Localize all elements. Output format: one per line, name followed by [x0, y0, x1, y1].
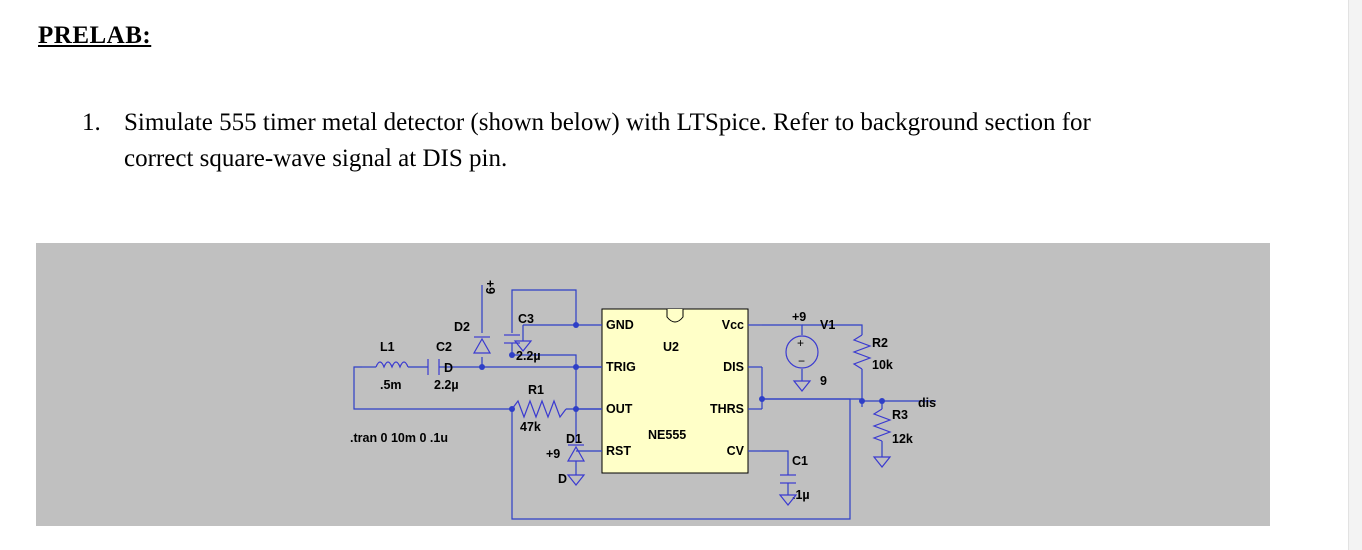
list-item-number: 1. [82, 109, 101, 136]
vertical-scrollbar[interactable] [1348, 0, 1362, 550]
l1-value: .5m [380, 378, 402, 392]
pin-cv: CV [727, 444, 745, 458]
d1-net-label: D [558, 472, 567, 486]
r3-ref: R3 [892, 408, 908, 422]
resistor-r3 [872, 408, 892, 442]
c1-ground-icon [778, 494, 798, 506]
ic-part: NE555 [648, 428, 686, 442]
l1-ref: L1 [380, 340, 395, 354]
v1-supply-label: +9 [792, 310, 806, 324]
prelab-heading: PRELAB: [38, 22, 152, 49]
r1-ref: R1 [528, 383, 544, 397]
r2-ref: R2 [872, 336, 888, 350]
v1-ground-icon [792, 380, 812, 392]
inductor-l1 [375, 361, 409, 369]
resistor-r1 [511, 399, 567, 419]
capacitor-c3 [504, 334, 520, 344]
pin-rst: RST [606, 444, 631, 458]
schematic-figure: GND TRIG OUT RST Vcc DIS THRS CV U2 NE55… [36, 243, 1270, 526]
v1-ref: V1 [820, 318, 835, 332]
diode-d1 [566, 444, 586, 462]
c3-ground-icon [513, 340, 533, 352]
c3-ref: C3 [518, 312, 534, 326]
c2-value: 2.2µ [434, 378, 459, 392]
r1-value: 47k [520, 420, 541, 434]
v1-value: 9 [820, 374, 827, 388]
junctions [479, 322, 885, 412]
d1-supply-label: +9 [546, 447, 560, 461]
tran-directive: .tran 0 10m 0 .1u [350, 431, 448, 445]
pin-vcc: Vcc [722, 318, 744, 332]
d1-ref: D1 [566, 432, 582, 446]
voltage-source-v1 [785, 335, 819, 369]
list-item-text: Simulate 555 timer metal detector (shown… [124, 109, 1091, 172]
d2-ref: D2 [454, 320, 470, 334]
c1-ref: C1 [792, 454, 808, 468]
r3-value: 12k [892, 432, 913, 446]
plus-icon: + [797, 336, 804, 350]
d2-net-label: D [444, 361, 453, 375]
pin-out: OUT [606, 402, 633, 416]
pin-gnd: GND [606, 318, 634, 332]
resistor-r2 [852, 334, 872, 370]
capacitor-c1 [780, 474, 796, 484]
pin-trig: TRIG [606, 360, 636, 374]
ic-notch [666, 309, 684, 323]
pin-dis: DIS [723, 360, 744, 374]
c2-ref: C2 [436, 340, 452, 354]
ic-body [601, 308, 749, 474]
ic-ref: U2 [663, 340, 679, 354]
capacitor-c2 [427, 359, 440, 375]
top-supply-label: +9 [483, 280, 497, 294]
c1-value: .1µ [792, 488, 810, 502]
minus-icon: − [798, 354, 805, 368]
r2-value: 10k [872, 358, 893, 372]
diode-d2 [472, 336, 492, 354]
c3-value: 2.2µ [516, 349, 541, 363]
r3-ground-icon [872, 456, 892, 468]
pin-thrs: THRS [710, 402, 744, 416]
dis-net-label: dis [918, 396, 936, 410]
d1-ground-icon [566, 474, 586, 486]
schematic-svg: GND TRIG OUT RST Vcc DIS THRS CV U2 NE55… [350, 280, 936, 520]
